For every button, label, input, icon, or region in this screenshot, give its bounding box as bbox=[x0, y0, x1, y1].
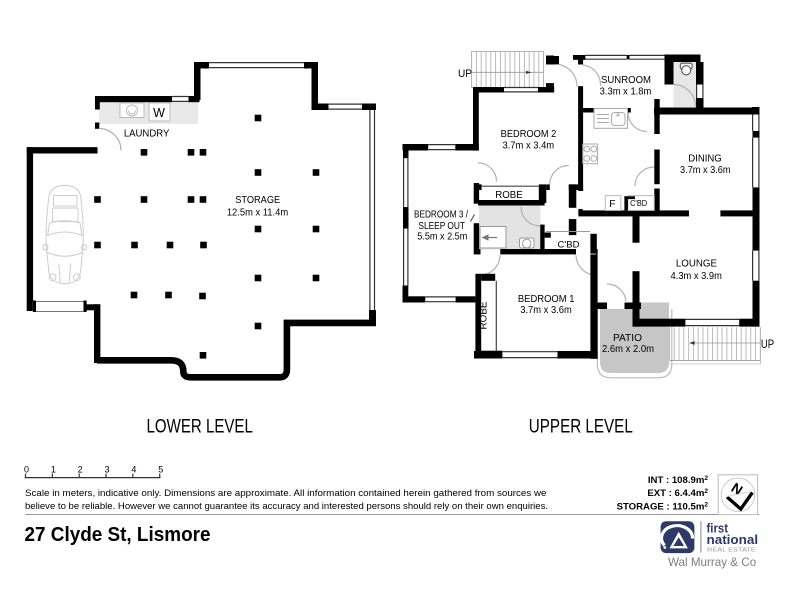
svg-text:BEDROOM 2: BEDROOM 2 bbox=[501, 129, 557, 140]
svg-text:Scale in meters, indicative on: Scale in meters, indicative only. Dimens… bbox=[25, 488, 547, 499]
svg-text:UP: UP bbox=[458, 68, 472, 80]
svg-text:C'BD: C'BD bbox=[630, 198, 647, 208]
svg-text:3: 3 bbox=[105, 464, 110, 474]
svg-text:UPPER LEVEL: UPPER LEVEL bbox=[529, 416, 633, 437]
svg-text:12.5m x 11.4m: 12.5m x 11.4m bbox=[227, 207, 288, 218]
svg-text:F: F bbox=[609, 199, 615, 210]
svg-text:27 Clyde St, Lismore: 27 Clyde St, Lismore bbox=[25, 524, 211, 546]
svg-text:0: 0 bbox=[24, 464, 29, 474]
svg-text:3.7m x 3.6m: 3.7m x 3.6m bbox=[680, 165, 731, 176]
svg-text:5.5m x 2.5m: 5.5m x 2.5m bbox=[417, 232, 467, 243]
svg-text:2.6m x 2.0m: 2.6m x 2.0m bbox=[602, 344, 654, 355]
svg-text:2: 2 bbox=[78, 464, 83, 474]
svg-text:LOUNGE: LOUNGE bbox=[676, 259, 717, 270]
svg-text:STORAGE : 110.5m2: STORAGE : 110.5m2 bbox=[617, 501, 709, 513]
svg-text:3.7m x 3.4m: 3.7m x 3.4m bbox=[502, 141, 554, 152]
svg-text:SLEEP OUT: SLEEP OUT bbox=[418, 221, 465, 232]
svg-text:4: 4 bbox=[131, 464, 136, 474]
svg-text:LAUNDRY: LAUNDRY bbox=[124, 129, 170, 140]
svg-text:INT : 108.9m2: INT : 108.9m2 bbox=[648, 475, 709, 487]
svg-text:national: national bbox=[707, 532, 759, 547]
svg-text:believe to be reliable. Howeve: believe to be reliable. However we canno… bbox=[25, 501, 548, 512]
svg-text:5: 5 bbox=[158, 464, 163, 474]
svg-text:UP: UP bbox=[761, 339, 774, 351]
svg-text:SUNROOM: SUNROOM bbox=[601, 75, 651, 86]
svg-text:LOWER LEVEL: LOWER LEVEL bbox=[147, 416, 253, 437]
svg-text:3.3m x 1.8m: 3.3m x 1.8m bbox=[600, 87, 652, 98]
svg-text:DINING: DINING bbox=[688, 153, 722, 164]
svg-text:W: W bbox=[153, 106, 165, 120]
svg-text:BEDROOM 3 /: BEDROOM 3 / bbox=[414, 210, 468, 221]
svg-text:STORAGE: STORAGE bbox=[235, 195, 280, 206]
svg-text:BEDROOM 1: BEDROOM 1 bbox=[518, 294, 575, 305]
svg-text:C'BD: C'BD bbox=[558, 239, 580, 249]
svg-text:REAL ESTATE: REAL ESTATE bbox=[707, 547, 757, 553]
svg-text:ROBE: ROBE bbox=[479, 301, 490, 329]
svg-text:4.3m x 3.9m: 4.3m x 3.9m bbox=[671, 271, 722, 282]
svg-text:Wal Murray & Co: Wal Murray & Co bbox=[668, 555, 757, 569]
svg-text:ROBE: ROBE bbox=[495, 190, 523, 201]
svg-text:EXT : 6.4.4m2: EXT : 6.4.4m2 bbox=[647, 488, 708, 500]
svg-text:PATIO: PATIO bbox=[613, 333, 642, 344]
svg-text:1: 1 bbox=[51, 464, 56, 474]
svg-text:3.7m x 3.6m: 3.7m x 3.6m bbox=[520, 305, 572, 316]
svg-text:first: first bbox=[707, 521, 729, 536]
